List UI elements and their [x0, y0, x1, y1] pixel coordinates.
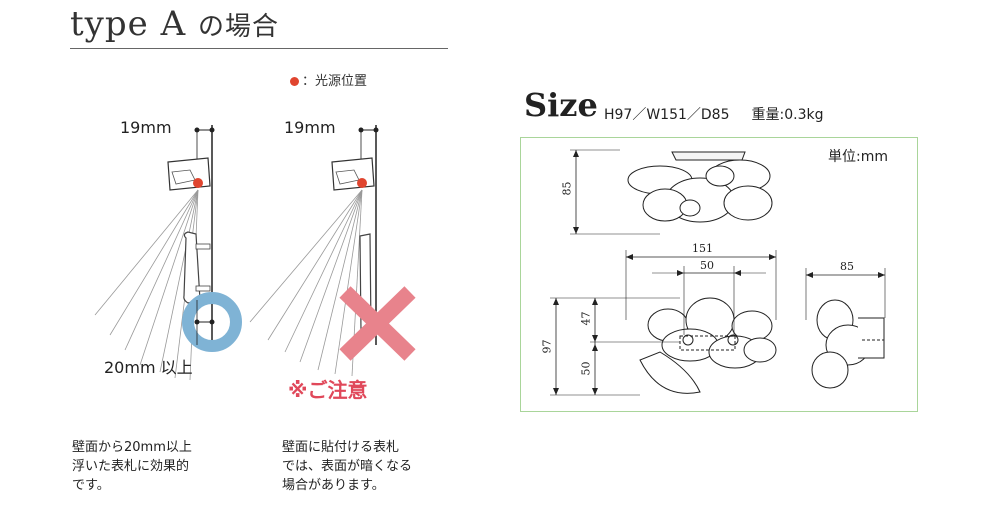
left-gap-label: 19mm — [120, 118, 172, 137]
size-drawing-frame — [520, 137, 918, 412]
dim-upper: 47 — [579, 311, 593, 326]
right-diagram — [249, 125, 416, 377]
right-light-source-marker — [357, 178, 367, 188]
offset-label: 20mm 以上 — [104, 358, 193, 377]
size-spec: H97／W151／D85 重量:0.3kg — [604, 104, 824, 124]
dim-side-depth: 85 — [840, 260, 854, 273]
warning-cross-mark — [339, 286, 416, 361]
dim-width: 151 — [692, 242, 713, 255]
left-light-source-marker — [193, 178, 203, 188]
right-gap-label: 19mm — [284, 118, 336, 137]
size-title: Size — [524, 86, 598, 124]
section-title: type A の場合 — [70, 4, 279, 44]
right-note: 壁面に貼付ける表札 では、表面が暗くなる 場合があります。 — [282, 440, 413, 493]
size-weight: 重量:0.3kg — [751, 107, 824, 123]
dim-height: 97 — [540, 339, 554, 354]
offset-highlight-ring — [182, 292, 242, 352]
dim-lower: 50 — [579, 361, 593, 376]
type-suffix: の場合 — [197, 12, 279, 42]
size-dimensions: H97／W151／D85 — [604, 107, 730, 123]
caution-label: ※ご注意 — [288, 378, 368, 402]
title-underline — [70, 48, 448, 49]
left-note: 壁面から20mm以上 浮いた表札に効果的 です。 — [72, 440, 192, 493]
size-drawing — [550, 149, 886, 396]
left-diagram — [94, 125, 242, 381]
dim-inner-width: 50 — [700, 259, 714, 272]
unit-label: 単位:mm — [828, 149, 888, 165]
legend-text: ：光源位置 — [302, 74, 368, 89]
light-source-legend: ：光源位置 — [290, 70, 367, 89]
type-label: type A — [70, 4, 187, 44]
dim-top-height: 85 — [560, 181, 574, 196]
light-source-marker-icon — [290, 77, 299, 86]
